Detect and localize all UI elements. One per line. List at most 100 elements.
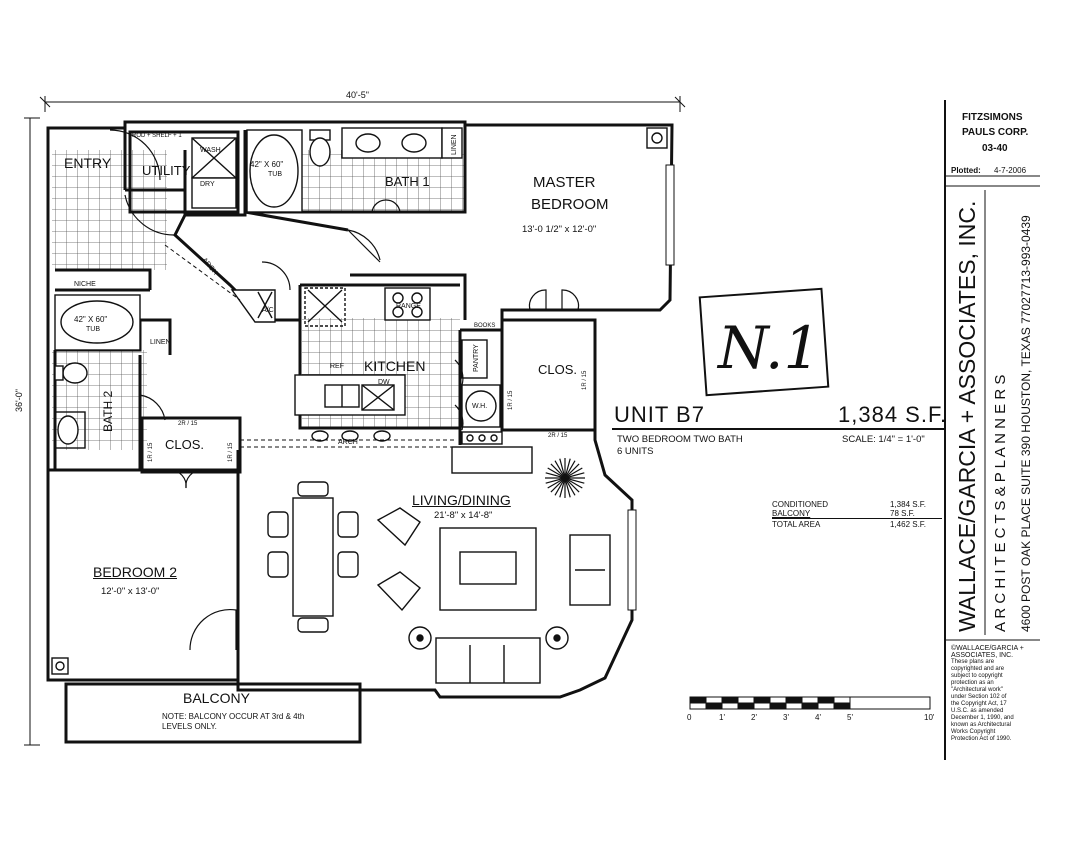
- copyright-line: known as Architectural: [951, 722, 1012, 728]
- unit-scale: SCALE: 1/4" = 1'-0": [842, 434, 925, 445]
- label-dry: DRY: [200, 181, 215, 188]
- label-rod-2r-b2: 2R / 15: [178, 421, 198, 427]
- copyright-line: ©WALLACE/GARCIA +: [951, 645, 1024, 652]
- arch-label-1: ARCH: [200, 257, 218, 277]
- label-master-dim: 13'-0 1/2" x 12'-0": [522, 224, 597, 235]
- label-bedroom2: BEDROOM 2: [93, 564, 178, 580]
- label-ac: A/C: [262, 307, 274, 314]
- area-table: CONDITIONED 1,384 S.F. BALCONY 78 S.F. T…: [772, 500, 942, 529]
- scale-label: 0: [687, 713, 692, 722]
- copyright-line: U.S.C. as amended: [951, 708, 1004, 714]
- fixtures: [51, 127, 668, 684]
- copyright-line: "Architectural work": [951, 687, 1003, 693]
- area-value: 78 S.F.: [890, 509, 915, 518]
- rod-1r-master-b: 1R / 15: [582, 370, 588, 390]
- job-number: 03-40: [982, 143, 1008, 154]
- unit-area: 1,384 S.F.: [838, 402, 948, 427]
- label-utility: UTILITY: [142, 163, 191, 178]
- label-rod-2r-master: 2R / 15: [548, 433, 568, 439]
- label-balcony: BALCONY: [183, 690, 250, 706]
- client-line-1: FITZSIMONS: [962, 112, 1023, 123]
- area-row-total: TOTAL AREA 1,462 S.F.: [772, 519, 942, 529]
- label-books: BOOKS: [474, 323, 496, 329]
- plotted-label: Plotted:: [951, 166, 981, 175]
- firm-phone: 713-993-0439: [1019, 215, 1033, 290]
- copyright-line: protection as an: [951, 680, 994, 686]
- label-dw: DW: [378, 379, 390, 386]
- label-range: RANGE: [396, 303, 421, 310]
- windows: [627, 164, 675, 611]
- area-label: BALCONY: [772, 509, 811, 518]
- copyright-line: ASSOCIATES, INC.: [951, 652, 1014, 659]
- arch-lines: [164, 244, 455, 678]
- label-living-dim: 21'-8" x 14'-8": [434, 510, 493, 521]
- discipline: A R C H I T E C T S & P L A N N E R S: [992, 375, 1009, 632]
- plotted-date: 4-7-2006: [994, 166, 1027, 175]
- area-value: 1,462 S.F.: [890, 520, 927, 529]
- label-master-2: BEDROOM: [531, 196, 609, 213]
- copyright-line: under Section 102 of: [951, 694, 1007, 700]
- title-block: [944, 100, 1040, 760]
- label-bath1-tub-word: TUB: [268, 171, 282, 178]
- area-row-conditioned: CONDITIONED 1,384 S.F.: [772, 500, 942, 509]
- pantry-label: PANTRY: [473, 344, 480, 372]
- handwritten-mark: N.1: [698, 287, 830, 397]
- label-bath2-tub: 42" X 60": [74, 315, 108, 324]
- dimension-lines: [24, 96, 686, 746]
- firm-address: 4600 POST OAK PLACE SUITE 390 HOUSTON, T…: [1019, 290, 1033, 632]
- label-bedroom2-dim: 12'-0" x 13'-0": [101, 586, 160, 597]
- label-ref: REF: [330, 363, 344, 370]
- rod-1r-b2a: 1R / 15: [148, 442, 154, 462]
- copyright-line: Works Copyright: [951, 729, 996, 735]
- label-bath2-tub-word: TUB: [86, 326, 100, 333]
- rod-1r-master: 1R / 15: [508, 390, 514, 410]
- unit-underline: [612, 428, 946, 430]
- label-entry: ENTRY: [64, 155, 112, 171]
- label-living: LIVING/DINING: [412, 492, 511, 508]
- scale-bar: [689, 696, 931, 710]
- unit-count: 6 UNITS: [617, 446, 654, 457]
- copyright-line: Protection Act of 1990.: [951, 736, 1012, 742]
- label-master: MASTER: [533, 174, 596, 191]
- scale-label: 2': [751, 713, 757, 722]
- label-clos-master: CLOS.: [538, 362, 578, 377]
- label-clos-b2: CLOS.: [165, 437, 205, 452]
- label-linen2: LINEN: [150, 339, 171, 346]
- label-wh: W.H.: [472, 403, 488, 410]
- handwritten-n1: N.1: [716, 314, 820, 382]
- copyright-line: copyrighted and are: [951, 666, 1005, 672]
- label-balcony-note-1: NOTE: BALCONY OCCUR AT 3rd & 4th: [162, 712, 305, 721]
- bath2-label: BATH 2: [101, 391, 115, 432]
- copyright-line: These plans are: [951, 659, 995, 665]
- label-balcony-note-2: LEVELS ONLY.: [162, 722, 217, 731]
- copyright-line: the Copyright Act, 17: [951, 701, 1007, 707]
- label-bath1-tub: 42" X 60": [250, 160, 284, 169]
- label-niche: NICHE: [74, 281, 96, 288]
- copyright-line: subject to copyright: [951, 673, 1003, 679]
- scale-label: 1': [719, 713, 725, 722]
- area-label: TOTAL AREA: [772, 520, 821, 529]
- label-wash: WASH: [200, 147, 221, 154]
- copyright-notice: ©WALLACE/GARCIA +ASSOCIATES, INC.These p…: [951, 645, 1041, 743]
- firm-name: WALLACE/GARCIA + ASSOCIATES, INC.: [954, 201, 980, 632]
- dim-depth: 36'-0": [14, 389, 24, 412]
- label-utility-rod: ROD + SHELF + 1: [132, 133, 182, 139]
- scale-label: 4': [815, 713, 821, 722]
- unit-description: TWO BEDROOM TWO BATH: [617, 434, 743, 445]
- area-row-balcony: BALCONY 78 S.F.: [772, 509, 942, 519]
- doors: [109, 129, 580, 651]
- rod-1r-b2b: 1R / 15: [228, 442, 234, 462]
- label-kitchen: KITCHEN: [364, 358, 426, 374]
- unit-name: UNIT B7: [614, 402, 705, 427]
- label-bath1: BATH 1: [385, 174, 430, 189]
- scale-label: 3': [783, 713, 789, 722]
- client-line-2: PAULS CORP.: [962, 127, 1029, 138]
- area-value: 1,384 S.F.: [890, 500, 927, 509]
- ceiling-fan-icon: [545, 458, 585, 498]
- dim-width: 40'-5": [346, 90, 369, 100]
- copyright-line: December 1, 1990, and: [951, 715, 1014, 721]
- linen1-label: LINEN: [451, 134, 458, 155]
- area-label: CONDITIONED: [772, 500, 828, 509]
- scale-label: 5': [847, 713, 853, 722]
